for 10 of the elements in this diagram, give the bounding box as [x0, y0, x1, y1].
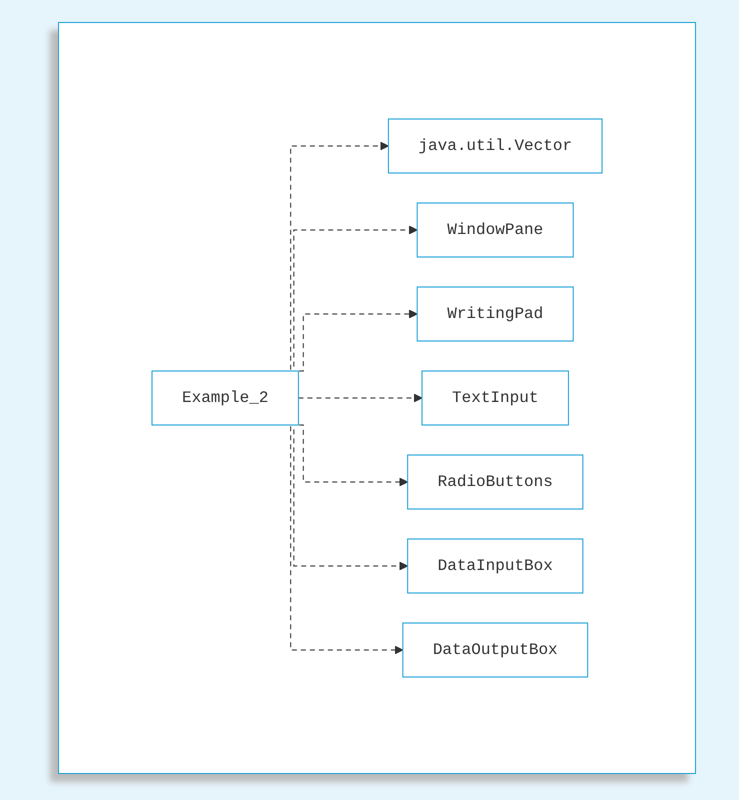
- node-box: [402, 622, 588, 678]
- node-box: [388, 118, 603, 174]
- node-box: [407, 454, 584, 510]
- node-box: [407, 538, 584, 594]
- arrow: [298, 394, 422, 402]
- diagram-frame: Example_2 java.util.Vector WindowPane WritingPad TextInput RadioButtons DataInputBox DataOutputBox: [58, 22, 696, 774]
- node-box: [416, 202, 574, 258]
- node-box: [416, 286, 574, 342]
- node-box: [422, 370, 569, 426]
- node-box: [151, 370, 299, 426]
